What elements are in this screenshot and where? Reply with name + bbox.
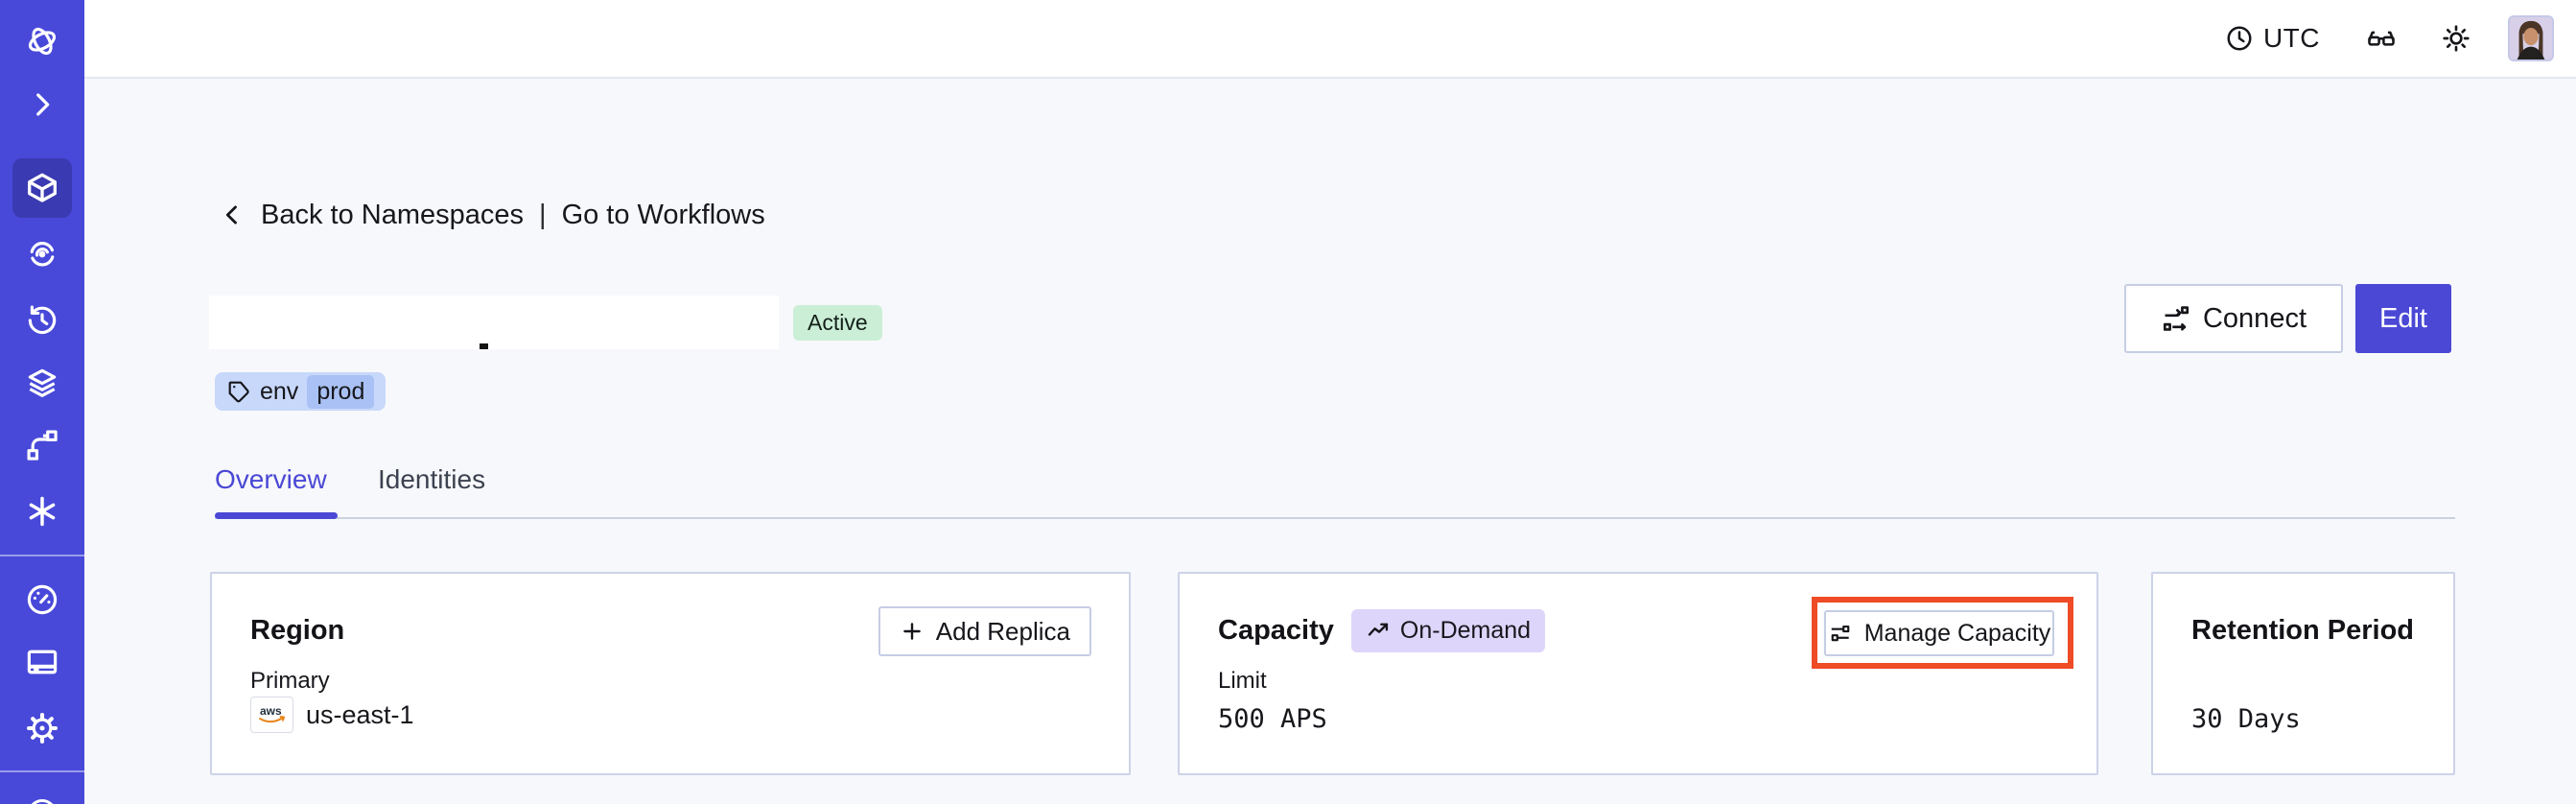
redaction-artifact-dot bbox=[480, 343, 488, 349]
sidebar-item-iris-icon[interactable] bbox=[0, 236, 84, 272]
glasses-icon[interactable] bbox=[2366, 23, 2397, 54]
back-chevron-icon[interactable] bbox=[219, 201, 246, 228]
on-demand-badge: On-Demand bbox=[1350, 608, 1546, 652]
temporal-logo-icon[interactable] bbox=[0, 23, 84, 59]
sidebar-divider bbox=[0, 555, 84, 556]
sidebar-divider bbox=[0, 770, 84, 772]
aws-provider-icon: aws bbox=[250, 697, 293, 733]
sidebar-item-branch-icon[interactable] bbox=[0, 427, 84, 463]
top-bar: UTC bbox=[84, 0, 2576, 79]
user-avatar[interactable] bbox=[2508, 15, 2554, 61]
timezone-selector[interactable]: UTC bbox=[2225, 23, 2320, 54]
status-badge: Active bbox=[793, 305, 882, 341]
limit-label: Limit bbox=[1218, 668, 1267, 694]
sidebar-item-gauge-icon[interactable] bbox=[0, 581, 84, 618]
capacity-card: Capacity On-Demand Manage Capacity Limit bbox=[1178, 572, 2098, 775]
breadcrumb-separator: | bbox=[539, 199, 547, 230]
sidebar bbox=[0, 0, 84, 804]
sidebar-item-history-clock-icon[interactable] bbox=[0, 302, 84, 339]
sliders-icon bbox=[1831, 625, 1850, 642]
region-value-row: aws us-east-1 bbox=[250, 697, 414, 733]
breadcrumb: Back to Namespaces | Go to Workflows bbox=[219, 194, 765, 236]
sidebar-item-asterisk-icon[interactable] bbox=[0, 493, 84, 530]
capacity-card-title: Capacity bbox=[1218, 614, 1334, 646]
tag-key: env bbox=[260, 377, 299, 405]
tag-value: prod bbox=[307, 374, 375, 409]
highlight-annotation-box bbox=[1812, 597, 2073, 669]
region-value: us-east-1 bbox=[306, 699, 414, 729]
sidebar-item-layers-icon[interactable] bbox=[0, 365, 84, 401]
timezone-label: UTC bbox=[2262, 23, 2320, 53]
retention-card-title: Retention Period bbox=[2191, 614, 2415, 646]
sidebar-item-partial-circle-icon[interactable] bbox=[28, 799, 57, 804]
sidebar-item-credit-card-icon[interactable] bbox=[0, 644, 84, 680]
edit-button[interactable]: Edit bbox=[2355, 284, 2451, 353]
svg-text:aws: aws bbox=[260, 704, 282, 718]
connect-flow-icon bbox=[2163, 306, 2190, 331]
breadcrumb-workflows-link[interactable]: Go to Workflows bbox=[561, 199, 765, 230]
tabs-divider-line bbox=[215, 517, 2455, 519]
region-card-title: Region bbox=[250, 614, 345, 646]
main-content: Back to Namespaces | Go to Workflows Act… bbox=[84, 79, 2576, 804]
region-card: Region Add Replica Primary aws us-east-1 bbox=[210, 572, 1131, 775]
namespace-tag-chip: env prod bbox=[215, 372, 386, 411]
retention-card: Retention Period 30 Days bbox=[2151, 572, 2455, 775]
clock-icon bbox=[2227, 26, 2252, 51]
manage-capacity-button[interactable]: Manage Capacity bbox=[1824, 610, 2054, 656]
active-tab-underline bbox=[215, 512, 338, 519]
trending-up-icon bbox=[1368, 623, 1389, 636]
plus-icon bbox=[903, 623, 921, 640]
breadcrumb-back-link[interactable]: Back to Namespaces bbox=[261, 199, 525, 230]
tag-icon bbox=[228, 381, 249, 403]
add-replica-button[interactable]: Add Replica bbox=[878, 606, 1091, 656]
namespace-title-redaction bbox=[209, 296, 779, 349]
retention-value: 30 Days bbox=[2191, 704, 2301, 734]
brightness-sun-icon[interactable] bbox=[2441, 23, 2471, 54]
tab-overview[interactable]: Overview bbox=[215, 464, 327, 494]
tab-identities[interactable]: Identities bbox=[378, 464, 486, 494]
primary-label: Primary bbox=[250, 668, 330, 694]
sidebar-item-gear-icon[interactable] bbox=[0, 710, 84, 746]
sidebar-expand-chevron-icon[interactable] bbox=[0, 88, 84, 121]
capacity-value: 500 APS bbox=[1218, 704, 1327, 734]
sidebar-item-namespaces-cube-icon[interactable] bbox=[0, 170, 84, 208]
connect-button[interactable]: Connect bbox=[2124, 284, 2343, 353]
